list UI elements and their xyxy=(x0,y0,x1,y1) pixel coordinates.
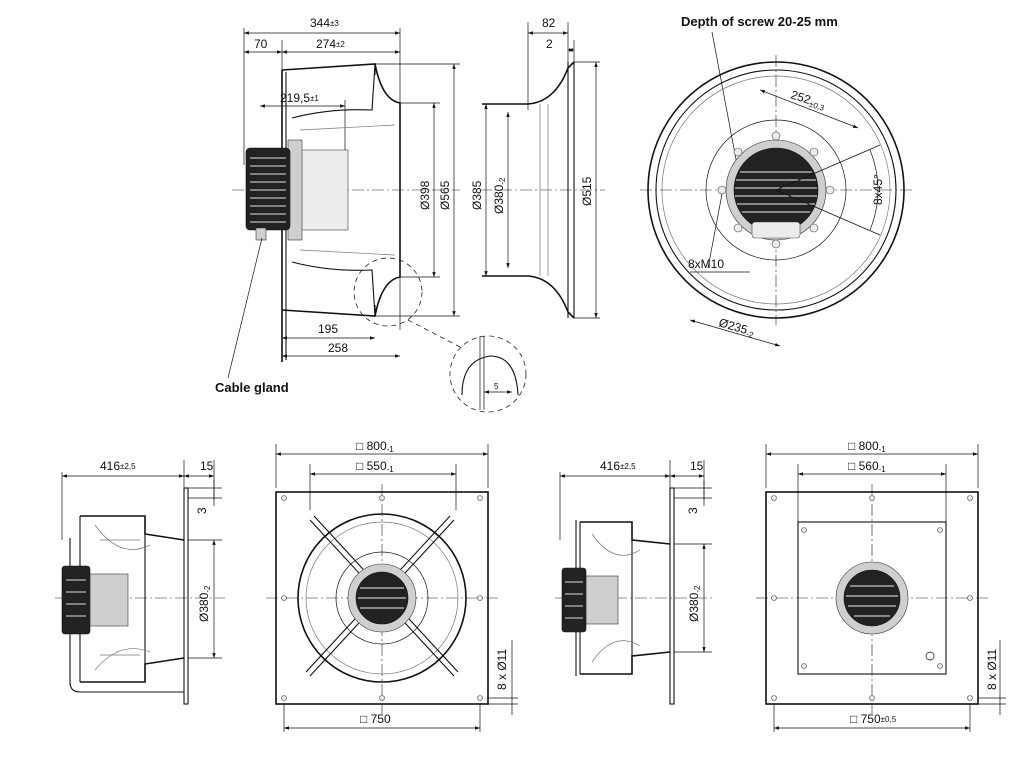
dim-385: Ø385 xyxy=(470,180,484,210)
svg-text:Ø380-2: Ø380-2 xyxy=(492,177,507,214)
bottom-side-view-right: 416±2,5 15 3 Ø380-2 xyxy=(555,459,715,705)
svg-text:□ 800-1: □ 800-1 xyxy=(848,439,886,454)
holes-right: 8 x Ø11 xyxy=(985,649,999,690)
dim-235-tol: -2 xyxy=(745,329,755,340)
dim-750-right-tol: ±0,5 xyxy=(881,715,897,724)
dim-550-val: 550 xyxy=(367,459,387,473)
dim-560-tol: -1 xyxy=(879,465,887,474)
dim-219: 219,5 xyxy=(280,91,310,105)
dim-252-tol: ±0,3 xyxy=(808,99,826,113)
dim-380-left: Ø380 xyxy=(197,592,211,622)
top-front-view: Depth of screw 20-25 mm xyxy=(640,14,915,347)
dim-252: 252 xyxy=(789,88,813,108)
dim-416-tol-right: ±2,5 xyxy=(620,462,636,471)
inlet-ring-view: 82 2 Ø385 Ø380-2 Ø515 xyxy=(470,16,605,319)
thread-8xM10: 8xM10 xyxy=(688,257,724,271)
dim-82: 82 xyxy=(542,16,556,30)
svg-text:Ø380-2: Ø380-2 xyxy=(197,585,212,622)
dim-416-tol-left: ±2,5 xyxy=(120,462,136,471)
dim-15-right: 15 xyxy=(690,459,704,473)
bottom-side-view-left: 416±2,5 15 3 Ø380-2 xyxy=(55,459,225,705)
screw-depth-label: Depth of screw 20-25 mm xyxy=(681,14,838,29)
dim-2: 2 xyxy=(546,37,553,51)
svg-text:Ø235-2: Ø235-2 xyxy=(717,315,757,340)
dim-258: 258 xyxy=(328,341,348,355)
dim-800-left: □ 800-1 xyxy=(356,439,394,454)
dim-800-left-val: 800 xyxy=(367,439,387,453)
dim-380-tol-right: -2 xyxy=(693,585,702,593)
dim-800-right-tol: -1 xyxy=(879,445,887,454)
svg-text:416±2,5: 416±2,5 xyxy=(600,459,636,473)
dim-416-right: 416 xyxy=(600,459,620,473)
dim-380: Ø380 xyxy=(492,184,506,214)
dim-560-val: 560 xyxy=(859,459,879,473)
holes-left: 8 x Ø11 xyxy=(495,649,509,690)
dim-380-tol-left: -2 xyxy=(203,585,212,593)
svg-text:Ø380-2: Ø380-2 xyxy=(687,585,702,622)
detail-view: 5 xyxy=(449,335,527,413)
bolt-holes xyxy=(717,131,835,249)
dim-274: 274 xyxy=(316,37,336,51)
svg-text:□ 750: □ 750 xyxy=(360,712,391,726)
dim-380-tol: -2 xyxy=(498,177,507,185)
dim-416-left: 416 xyxy=(100,459,120,473)
bottom-plate-left: □ 800-1 □ 550-1 □ 750 xyxy=(266,439,518,732)
angle-8x45: 8x45° xyxy=(871,174,885,205)
svg-text:416±2,5: 416±2,5 xyxy=(100,459,136,473)
dim-515: Ø515 xyxy=(580,176,594,206)
dim-195: 195 xyxy=(318,322,338,336)
top-side-view: 344±3 70 274±2 219,5±1 xyxy=(215,16,527,413)
svg-text:219,5±1: 219,5±1 xyxy=(280,91,319,105)
motor-face-fins xyxy=(735,171,817,213)
dim-235: Ø235 xyxy=(717,315,749,337)
svg-text:□ 560-1: □ 560-1 xyxy=(848,459,886,474)
dim-15-left: 15 xyxy=(200,459,214,473)
dim-800-left-tol: -1 xyxy=(387,445,395,454)
svg-text:252±0,3: 252±0,3 xyxy=(789,88,828,113)
dim-219-tol: ±1 xyxy=(310,94,319,103)
bottom-plate-right: □ 800-1 □ 560-1 □ 750±0,5 xyxy=(756,439,1006,732)
dim-380-right: Ø380 xyxy=(687,592,701,622)
dim-750-left-val: 750 xyxy=(371,712,391,726)
svg-text:□ 750±0,5: □ 750±0,5 xyxy=(850,712,897,726)
svg-text:344±3: 344±3 xyxy=(310,16,339,30)
dim-3-left: 3 xyxy=(195,507,209,514)
dim-3-right: 3 xyxy=(686,507,700,514)
dim-550-tol: -1 xyxy=(387,465,395,474)
dim-344-tol: ±3 xyxy=(330,19,339,28)
dim-800-right-val: 800 xyxy=(859,439,879,453)
dim-70: 70 xyxy=(254,37,268,51)
dim-398: Ø398 xyxy=(418,180,432,210)
dim-274-tol: ±2 xyxy=(336,40,345,49)
cable-gland-label: Cable gland xyxy=(215,380,289,395)
dim-344: 344 xyxy=(310,16,330,30)
detail-dim-5: 5 xyxy=(494,382,499,391)
dim-565: Ø565 xyxy=(438,180,452,210)
motor-fins xyxy=(250,157,286,223)
svg-text:□ 550-1: □ 550-1 xyxy=(356,459,394,474)
svg-text:274±2: 274±2 xyxy=(316,37,345,51)
dim-750-right-val: 750 xyxy=(861,712,881,726)
